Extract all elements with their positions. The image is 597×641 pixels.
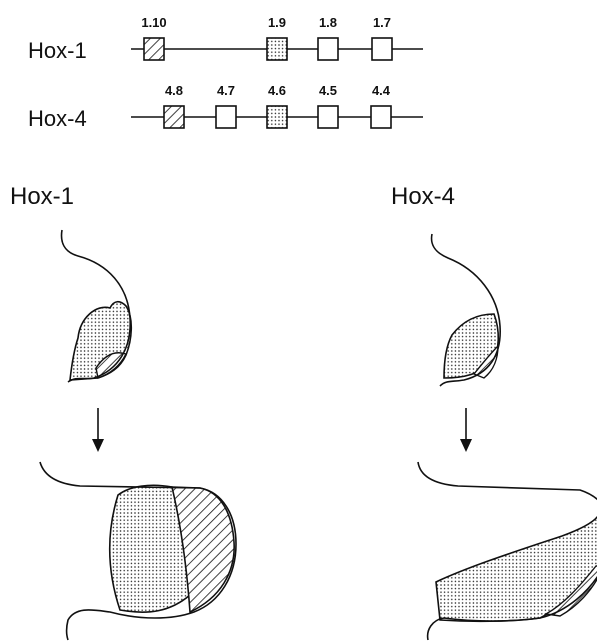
svg-text:4.4: 4.4	[372, 83, 391, 98]
cluster-map: Hox-1 1.10 1.9 1.8 1.7 Hox-4 4.8 4.7	[28, 15, 423, 131]
svg-text:1.9: 1.9	[268, 15, 286, 30]
panel-title-hox1: Hox-1	[10, 183, 74, 210]
body-wall-outline-late-hox1	[39, 461, 237, 641]
body-wall-outline-late-hox4	[417, 461, 597, 501]
lower-contour-late-hox4	[426, 575, 597, 641]
body-wall-outline-early-hox4	[430, 233, 501, 387]
hatched-domain-late-hox1	[170, 486, 235, 614]
svg-text:4.8: 4.8	[165, 83, 183, 98]
gene-hox4-5: 4.5	[317, 83, 339, 129]
panel-hox1: Hox-1	[10, 183, 237, 641]
gene-hox1-7: 1.7	[371, 15, 393, 61]
cluster-label-hox4: Hox-4	[28, 106, 87, 131]
cluster-label-hox1: Hox-1	[28, 38, 87, 63]
arrowhead-icon-right	[460, 439, 472, 452]
early-bud-hox1	[60, 229, 133, 383]
gene-hox4-6: 4.6	[266, 83, 288, 129]
gene-hox1-10: 1.10	[141, 15, 167, 61]
gene-hox4-7: 4.7	[215, 83, 237, 129]
gene-hox1-8: 1.8	[317, 15, 339, 61]
svg-text:4.5: 4.5	[319, 83, 337, 98]
gene-hox1-9: 1.9	[266, 15, 288, 61]
body-wall-outline-early-hox1	[60, 229, 131, 383]
arrowhead-icon	[92, 439, 104, 452]
svg-text:4.7: 4.7	[217, 83, 235, 98]
svg-text:1.8: 1.8	[319, 15, 337, 30]
svg-text:1.7: 1.7	[373, 15, 391, 30]
gene-hox4-4: 4.4	[370, 83, 392, 129]
late-bud-hox1	[39, 461, 237, 641]
svg-text:4.6: 4.6	[268, 83, 286, 98]
gene-hox4-8: 4.8	[163, 83, 185, 129]
early-bud-hox4	[430, 233, 501, 387]
panel-hox4: Hox-4	[391, 183, 597, 641]
svg-text:1.10: 1.10	[141, 15, 166, 30]
late-bud-hox4	[417, 461, 597, 641]
hatched-domain-early-hox1	[95, 352, 127, 379]
panel-title-hox4: Hox-4	[391, 183, 455, 210]
